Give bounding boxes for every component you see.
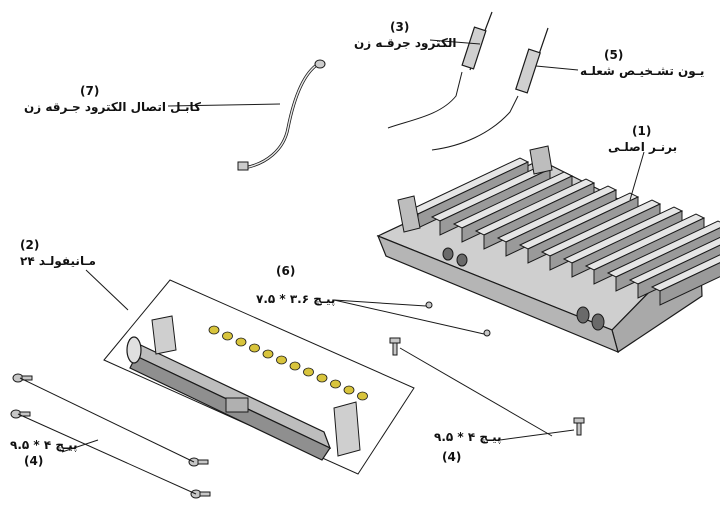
- part-4-left-number: (4): [24, 454, 44, 468]
- part-5-label: یـون تشـخیـص شعلـه: [580, 64, 705, 78]
- leader-lines: [17, 39, 645, 495]
- part-3-label: الکترود جرقـه زن: [354, 36, 457, 50]
- part-2-number: (2): [20, 238, 40, 252]
- burner-rib-side: [659, 262, 720, 306]
- part-6-label: پیـچ ۳.۶ * ۷.۵: [256, 292, 336, 306]
- burner-rib: [650, 254, 720, 292]
- part-5-number: (5): [604, 48, 624, 62]
- manifold-nozzle: [330, 379, 341, 389]
- part-2-label: مـانیفولـد ۲۴: [20, 254, 96, 268]
- manifold-nozzle: [303, 367, 314, 377]
- burner-rib: [606, 220, 720, 278]
- part-1-label: برنـر اصلـی: [608, 140, 678, 154]
- flame-sensor: [431, 27, 549, 151]
- manifold-nozzle: [316, 373, 328, 383]
- manifold: [103, 279, 415, 475]
- part-4-left-label: پیـچ ۴ * ۹.۵: [10, 438, 78, 452]
- ignition-electrode: [387, 11, 493, 129]
- manifold-nozzle: [343, 385, 355, 395]
- manifold-nozzle: [276, 355, 287, 365]
- part-4-right-number: (4): [442, 450, 462, 464]
- part-7-number: (7): [80, 84, 100, 98]
- manifold-nozzle: [208, 325, 220, 335]
- main-burner: [376, 145, 720, 354]
- manifold-nozzle: [357, 391, 368, 401]
- part-6-number: (6): [276, 264, 296, 278]
- manifold-nozzle: [235, 337, 247, 347]
- manifold-nozzle: [289, 361, 301, 371]
- manifold-nozzle: [222, 331, 233, 341]
- manifold-nozzle: [262, 349, 274, 359]
- screws: [10, 301, 585, 499]
- part-4-right-label: پیـچ ۴ * ۹.۵: [434, 430, 502, 444]
- part-3-number: (3): [390, 20, 410, 34]
- part-7-label: کابـل اتصال الکترود جـرقه زن: [24, 100, 201, 114]
- ignition-cable: [237, 59, 326, 171]
- burner-rib: [628, 236, 720, 285]
- manifold-nozzle: [249, 343, 260, 353]
- part-1-number: (1): [632, 124, 652, 138]
